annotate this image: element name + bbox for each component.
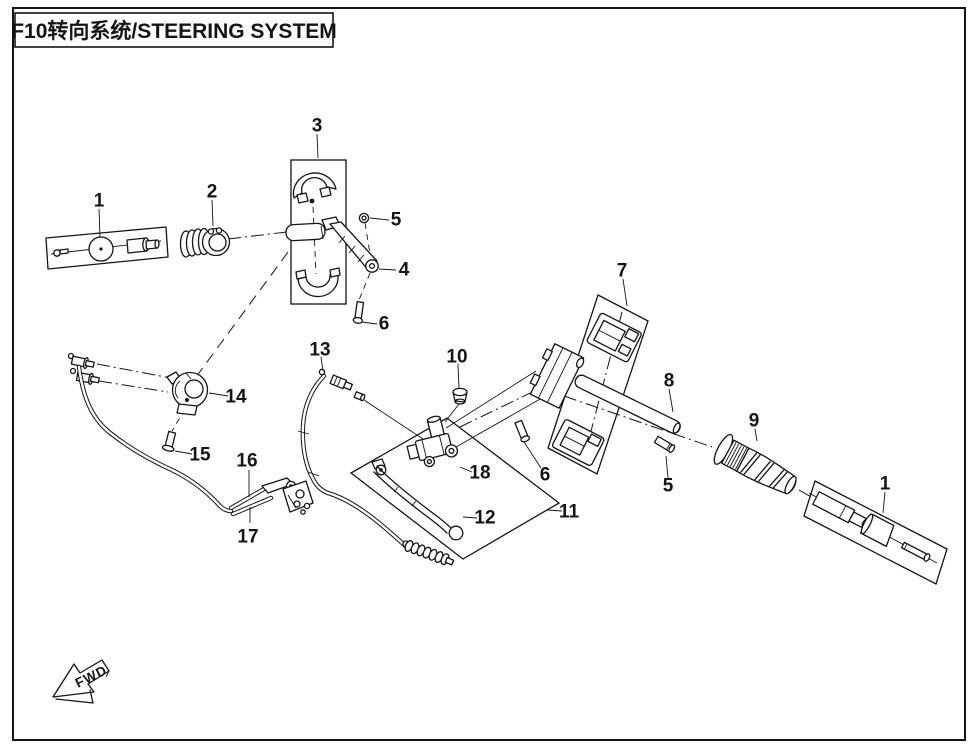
part-11-kit-box: [349, 417, 561, 560]
page-title: F10转向系统/STEERING SYSTEM: [11, 19, 337, 43]
callout-11: 11: [559, 502, 580, 523]
callout-13: 13: [309, 340, 330, 361]
part-3-clamp-box: [285, 159, 347, 305]
part-13-cable: [297, 368, 455, 566]
callout-18: 18: [469, 463, 490, 484]
thumb-throttle-assembly: [261, 477, 314, 515]
handlebar-clamp-fittings: [67, 352, 100, 385]
lower-switch-housing: [551, 419, 605, 466]
part-15-bolt: [161, 430, 177, 452]
fwd-arrow: FWD: [52, 659, 110, 704]
part-6-top-bolt: [352, 301, 365, 324]
part-18-master-cylinder: [406, 415, 459, 468]
callout-16: 16: [236, 451, 257, 472]
callout-2: 2: [207, 182, 218, 203]
part-14-throttle-housing: [166, 371, 209, 416]
part-5-top-nut: [358, 212, 370, 224]
handlebar-end: [285, 222, 326, 242]
callout-6-mid: 6: [540, 465, 551, 486]
callout-9: 9: [749, 411, 760, 432]
callout-5-right: 5: [663, 476, 674, 497]
title-block: F10转向系统/STEERING SYSTEM: [11, 12, 337, 48]
callout-4: 4: [399, 260, 410, 281]
title-box: [14, 12, 334, 48]
callout-labels: 1 2 3 5 4 6 7 8 5 6 9 1 10 13 14 15 16 1…: [94, 116, 891, 548]
part-4-lever: [321, 216, 379, 273]
part-10-cap: [452, 387, 468, 405]
callout-12: 12: [474, 508, 495, 529]
part-1-left-kit: [45, 226, 169, 270]
part-6-mid-bolt: [514, 419, 531, 443]
brake-bracket-assembly: [529, 343, 585, 409]
part-7-switch-box: [547, 294, 649, 475]
throttle-cable-run: [76, 364, 274, 517]
part-12-lever: [371, 458, 464, 541]
callout-1-right: 1: [880, 474, 891, 495]
callout-3: 3: [312, 116, 323, 137]
callout-8: 8: [664, 371, 675, 392]
callout-leaders: [98, 133, 886, 523]
part-2-spring-bushing: [179, 227, 231, 258]
callout-14: 14: [225, 387, 247, 408]
callout-10: 10: [446, 347, 467, 368]
callout-1-left: 1: [94, 191, 105, 212]
part-8-handlebar-tube: [574, 374, 681, 434]
upper-switch-housing: [586, 312, 642, 363]
part-1-right-kit: [803, 480, 948, 585]
callout-7: 7: [617, 261, 628, 282]
callout-5-top: 5: [391, 210, 402, 231]
diagram-border: [12, 7, 966, 741]
construction-lines: [96, 222, 814, 499]
part-5-right-bolt: [653, 435, 676, 454]
callout-15: 15: [189, 445, 211, 466]
callout-17: 17: [237, 527, 258, 548]
callout-6-top: 6: [379, 314, 390, 335]
part-9-grip: [713, 433, 797, 495]
